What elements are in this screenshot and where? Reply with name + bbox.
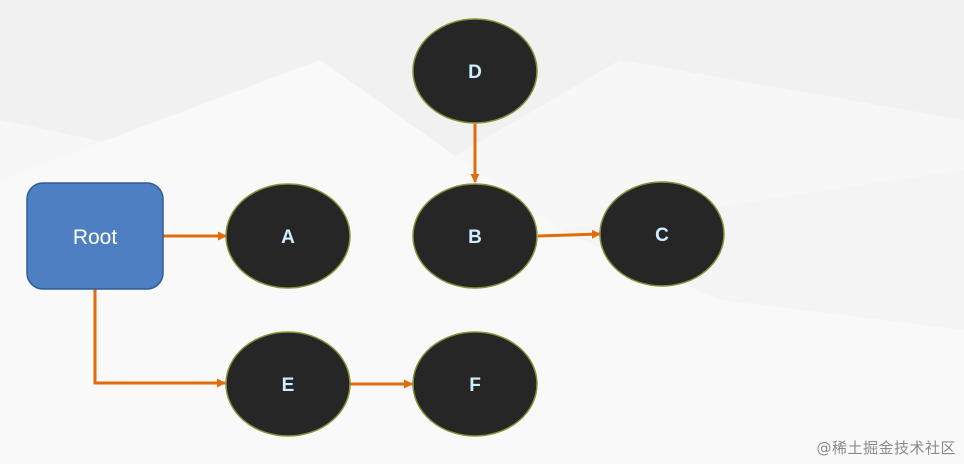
edge-b-to-c	[537, 229, 601, 239]
root-node[interactable]: Root	[26, 182, 164, 290]
node-c-shape	[599, 181, 725, 287]
node-a[interactable]: A	[225, 183, 351, 289]
edge-root-to-e	[93, 289, 226, 388]
node-f[interactable]: F	[412, 331, 538, 437]
node-d[interactable]: D	[412, 18, 538, 124]
node-f-shape	[412, 331, 538, 437]
node-a-label: A	[281, 227, 295, 248]
node-c-label: C	[655, 225, 669, 246]
node-e-label: E	[282, 375, 295, 396]
node-d-label: D	[468, 62, 482, 83]
node-a-shape	[225, 183, 351, 289]
node-b-label: B	[468, 227, 482, 248]
root-node-label: Root	[73, 226, 118, 249]
node-e[interactable]: E	[225, 331, 351, 437]
node-f-label: F	[469, 375, 481, 396]
node-b-shape	[412, 183, 538, 289]
node-e-shape	[225, 331, 351, 437]
watermark-text: @稀土掘金技术社区	[816, 439, 956, 457]
node-c[interactable]: C	[599, 181, 725, 287]
edges	[93, 124, 601, 389]
root-node-box	[26, 182, 164, 290]
node-b[interactable]: B	[412, 183, 538, 289]
node-d-shape	[412, 18, 538, 124]
